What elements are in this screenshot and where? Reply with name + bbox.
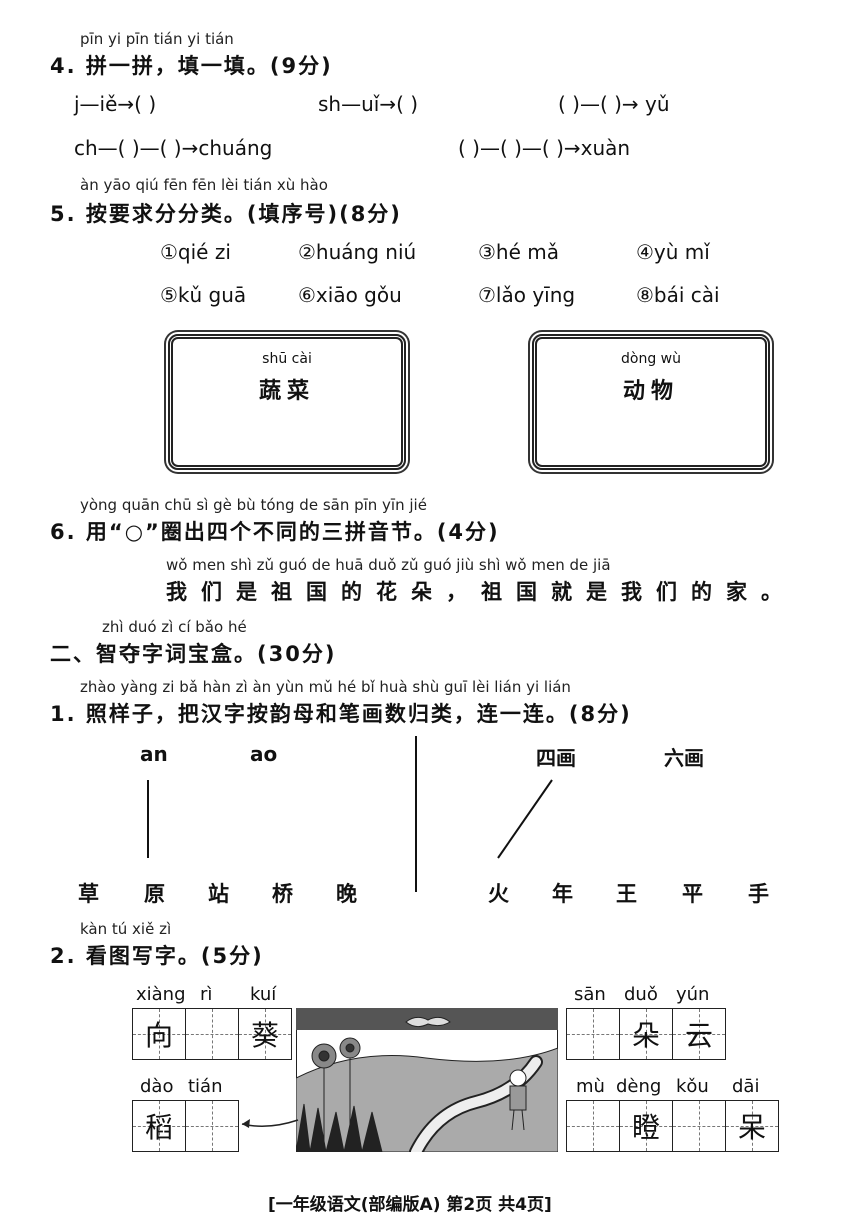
scene-illustration: [296, 1008, 558, 1152]
q6-title: 6. 用“○”圈出四个不同的三拼音节。(4分): [50, 520, 500, 544]
q5-item-7: ⑦lǎo yīng: [478, 283, 576, 307]
q4-pinyin: pīn yi pīn tián yi tián: [80, 30, 234, 48]
rhyme-head-ao: ao: [250, 742, 278, 766]
char-yuan[interactable]: 原: [144, 882, 165, 906]
q4-line1-a: j—iě→( ): [74, 92, 157, 116]
char-wan[interactable]: 晚: [336, 882, 357, 906]
connection-lines: [147, 736, 553, 892]
tr-py-2: duǒ: [624, 984, 658, 1005]
q5-item-1: ①qié zi: [160, 240, 231, 264]
grid-cell[interactable]: 稻: [133, 1101, 186, 1151]
tr-py-1: sān: [574, 984, 606, 1005]
br-py-4: dāi: [732, 1076, 760, 1097]
tl-py-2: rì: [200, 984, 213, 1005]
grid-cell[interactable]: [186, 1101, 238, 1151]
q4-line2-b: ( )—( )—( )→xuàn: [458, 136, 631, 160]
vegetable-box[interactable]: shū cài 蔬菜: [168, 334, 406, 470]
q5-title: 5. 按要求分分类。(填序号)(8分): [50, 202, 402, 226]
grid-cell[interactable]: 瞪: [620, 1101, 673, 1151]
stroke-head-four: 四画: [536, 746, 576, 770]
stroke-head-six: 六画: [664, 746, 704, 770]
p2q1-title: 1. 照样子，把汉字按韵母和笔画数归类，连一连。(8分): [50, 702, 632, 726]
br-py-1: mù: [576, 1076, 605, 1097]
animal-box[interactable]: dòng wù 动物: [532, 334, 770, 470]
q5-item-6: ⑥xiāo gǒu: [298, 283, 402, 307]
grid-cell[interactable]: 葵: [239, 1009, 291, 1059]
char-ping[interactable]: 平: [682, 882, 703, 906]
grid-cell[interactable]: 向: [133, 1009, 186, 1059]
q4-line1-b: sh—uǐ→( ): [318, 92, 419, 116]
animal-box-pinyin: dòng wù: [621, 351, 681, 367]
grid-cell[interactable]: [567, 1009, 620, 1059]
p2q2-pinyin: kàn tú xiě zì: [80, 920, 172, 938]
part2-title: 二、智夺字词宝盒。(30分): [50, 642, 337, 666]
q6-sentence: 我们是祖国的花朵，祖国就是我们的家。: [166, 580, 796, 604]
bl-py-1: dào: [140, 1076, 174, 1097]
grid-cell[interactable]: [567, 1101, 620, 1151]
grid-cell[interactable]: 云: [673, 1009, 725, 1059]
rhyme-head-an: an: [140, 742, 168, 766]
tl-py-1: xiàng: [136, 984, 186, 1005]
page-footer: [一年级语文(部编版A) 第2页 共4页]: [268, 1195, 552, 1215]
writing-grid-mudengkoudai: 瞪 呆: [566, 1100, 779, 1152]
br-py-3: kǒu: [676, 1076, 709, 1097]
p2q2-title: 2. 看图写字。(5分): [50, 944, 264, 968]
p2q1-pinyin: zhào yàng zi bǎ hàn zì àn yùn mǔ hé bǐ h…: [80, 678, 571, 696]
pointer-arrow: [241, 1119, 299, 1128]
q4-line1-c: ( )—( )→ yǔ: [558, 92, 670, 116]
char-zhan[interactable]: 站: [208, 882, 229, 906]
q5-pinyin: àn yāo qiú fēn fēn lèi tián xù hào: [80, 176, 328, 194]
q6-sentence-pinyin: wǒ men shì zǔ guó de huā duǒ zǔ guó jiù …: [166, 556, 611, 574]
animal-box-label: 动物: [622, 379, 679, 404]
part2-pinyin: zhì duó zì cí bǎo hé: [102, 618, 247, 636]
char-cao[interactable]: 草: [78, 882, 99, 906]
q5-item-2: ②huáng niú: [298, 240, 417, 264]
tl-py-3: kuí: [250, 984, 277, 1005]
char-qiao[interactable]: 桥: [272, 882, 293, 906]
char-shou[interactable]: 手: [748, 882, 769, 906]
writing-grid-sanduoyun: 朵 云: [566, 1008, 726, 1060]
grid-cell[interactable]: 朵: [620, 1009, 673, 1059]
tr-py-3: yún: [676, 984, 710, 1005]
vegetable-box-pinyin: shū cài: [262, 351, 312, 367]
q6-pinyin: yòng quān chū sì gè bù tóng de sān pīn y…: [80, 496, 427, 514]
br-py-2: dèng: [616, 1076, 662, 1097]
example-line-four: [497, 779, 553, 859]
grid-cell[interactable]: [186, 1009, 239, 1059]
grid-cell[interactable]: 呆: [726, 1101, 778, 1151]
char-wang[interactable]: 王: [616, 882, 637, 906]
q5-item-8: ⑧bái cài: [636, 283, 720, 307]
grid-cell[interactable]: [673, 1101, 726, 1151]
q5-item-4: ④yù mǐ: [636, 240, 710, 264]
writing-grid-xiangrikui: 向 葵: [132, 1008, 292, 1060]
bl-py-2: tián: [188, 1076, 223, 1097]
q4-title: 4. 拼一拼，填一填。(9分): [50, 54, 333, 78]
vegetable-box-label: 蔬菜: [258, 379, 315, 404]
writing-grid-daotian: 稻: [132, 1100, 239, 1152]
q5-item-3: ③hé mǎ: [478, 240, 560, 264]
q4-line2-a: ch—( )—( )→chuáng: [74, 136, 273, 160]
char-huo[interactable]: 火: [488, 882, 509, 906]
char-nian[interactable]: 年: [552, 882, 573, 906]
q5-item-5: ⑤kǔ guā: [160, 283, 247, 307]
